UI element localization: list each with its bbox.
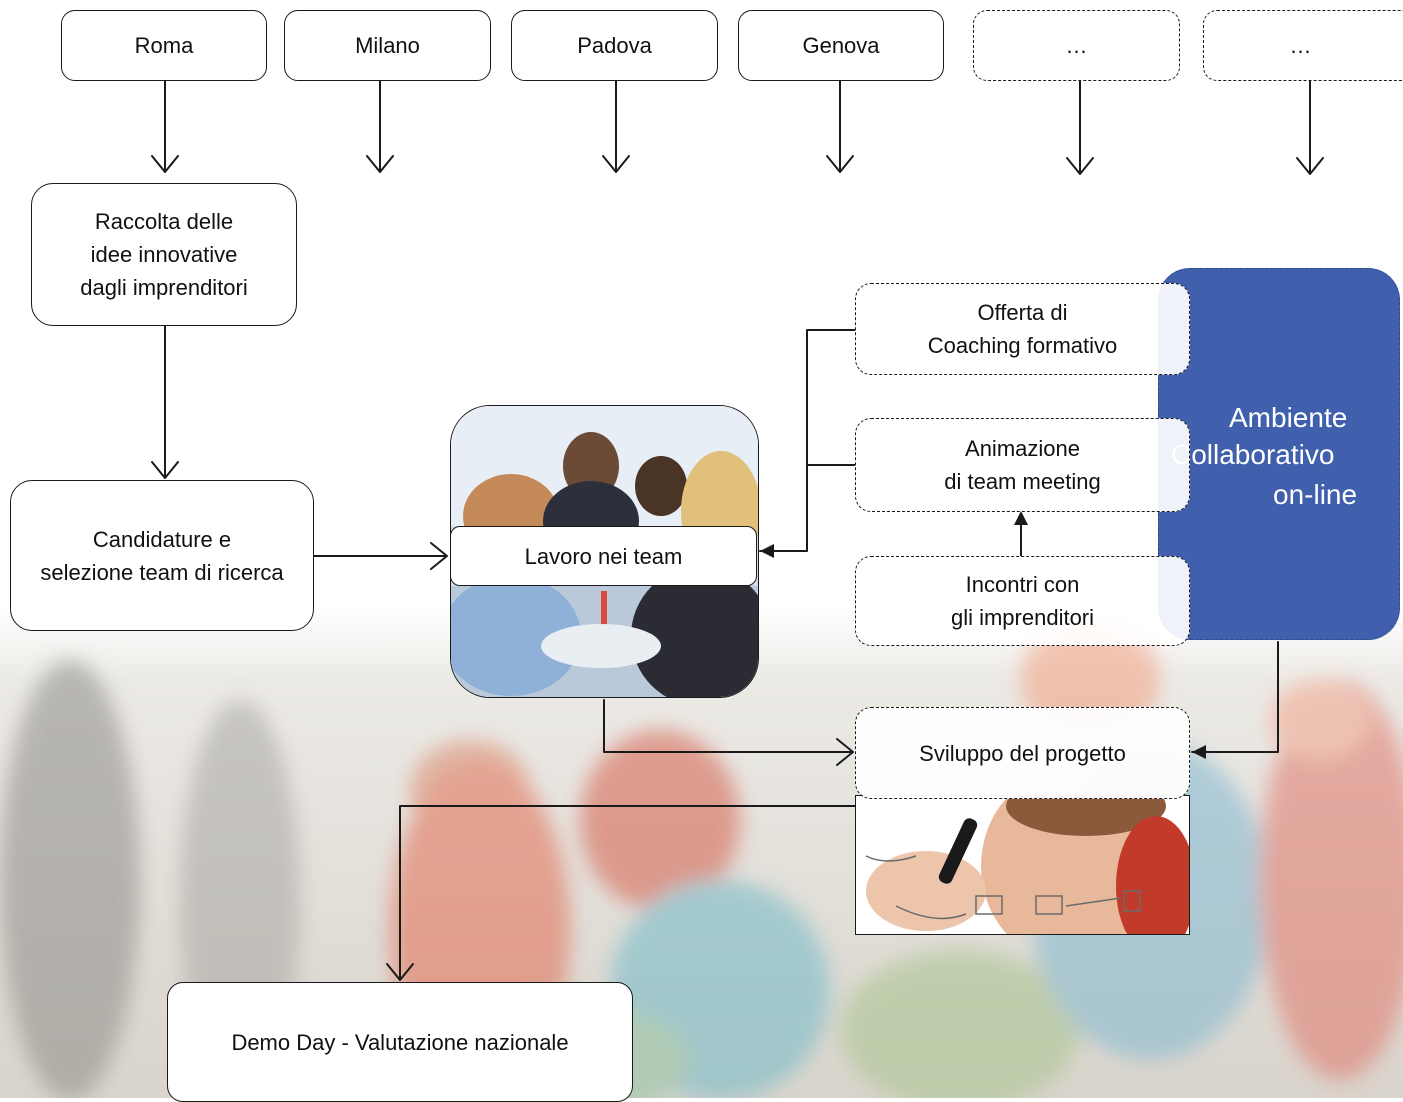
city-more-2-label: … <box>1289 33 1312 58</box>
step-candidature: Candidature e selezione team di ricerca <box>10 480 314 631</box>
step-demo-day-label: Demo Day - Valutazione nazionale <box>231 1029 569 1055</box>
city-milano-label: Milano <box>355 33 420 58</box>
step-candidature-label: Candidature e selezione team di ricerca <box>40 526 284 585</box>
arrow-raccolta-candidature <box>151 324 179 479</box>
support-animazione: Animazione di team meeting <box>855 418 1190 512</box>
step-sviluppo: Sviluppo del progetto <box>855 707 1190 799</box>
collab-line-2: Collaborativo <box>1171 439 1335 470</box>
step-lavoro-label: Lavoro nei team <box>524 543 683 569</box>
city-padova-label: Padova <box>577 33 652 58</box>
arrow-more-2 <box>1296 79 1324 175</box>
support-incontri-label: Incontri con gli imprenditori <box>950 572 1095 630</box>
arrow-milano <box>366 79 394 173</box>
arrow-support-lavoro <box>759 329 856 552</box>
arrow-more-1 <box>1066 79 1094 175</box>
support-animazione-label: Animazione di team meeting <box>944 436 1101 494</box>
step-sviluppo-label: Sviluppo del progetto <box>919 740 1126 766</box>
support-incontri: Incontri con gli imprenditori <box>855 556 1190 646</box>
city-milano: Milano <box>284 10 491 81</box>
city-more-2: … <box>1203 10 1403 81</box>
collab-line-1: Ambiente <box>1229 402 1348 433</box>
collab-line-3: on-line <box>1273 479 1358 510</box>
city-more-1: … <box>973 10 1180 81</box>
arrow-candidature-lavoro <box>312 542 448 570</box>
arrow-lavoro-sviluppo <box>603 699 854 766</box>
city-roma: Roma <box>61 10 267 81</box>
step-lavoro: Lavoro nei team <box>450 526 757 586</box>
project-development-photo <box>855 795 1190 935</box>
developer-photo-image <box>856 796 1189 934</box>
arrow-padova <box>602 79 630 173</box>
collaborative-environment-box: Ambiente Collaborativo on-line <box>1158 268 1400 640</box>
arrow-sviluppo-demo <box>386 805 856 981</box>
city-more-1-label: … <box>1065 33 1088 58</box>
step-raccolta-label: Raccolta delle idee innovative dagli imp… <box>80 209 248 300</box>
support-coaching-label: Offerta di Coaching formativo <box>927 300 1118 358</box>
city-padova: Padova <box>511 10 718 81</box>
city-genova-label: Genova <box>802 33 880 58</box>
step-demo-day: Demo Day - Valutazione nazionale <box>167 982 633 1102</box>
arrow-collab-sviluppo <box>1191 641 1279 753</box>
arrow-roma <box>151 79 179 173</box>
step-raccolta: Raccolta delle idee innovative dagli imp… <box>31 183 297 326</box>
city-roma-label: Roma <box>134 33 194 58</box>
arrow-genova <box>826 79 854 173</box>
city-genova: Genova <box>738 10 944 81</box>
support-coaching: Offerta di Coaching formativo <box>855 283 1190 375</box>
